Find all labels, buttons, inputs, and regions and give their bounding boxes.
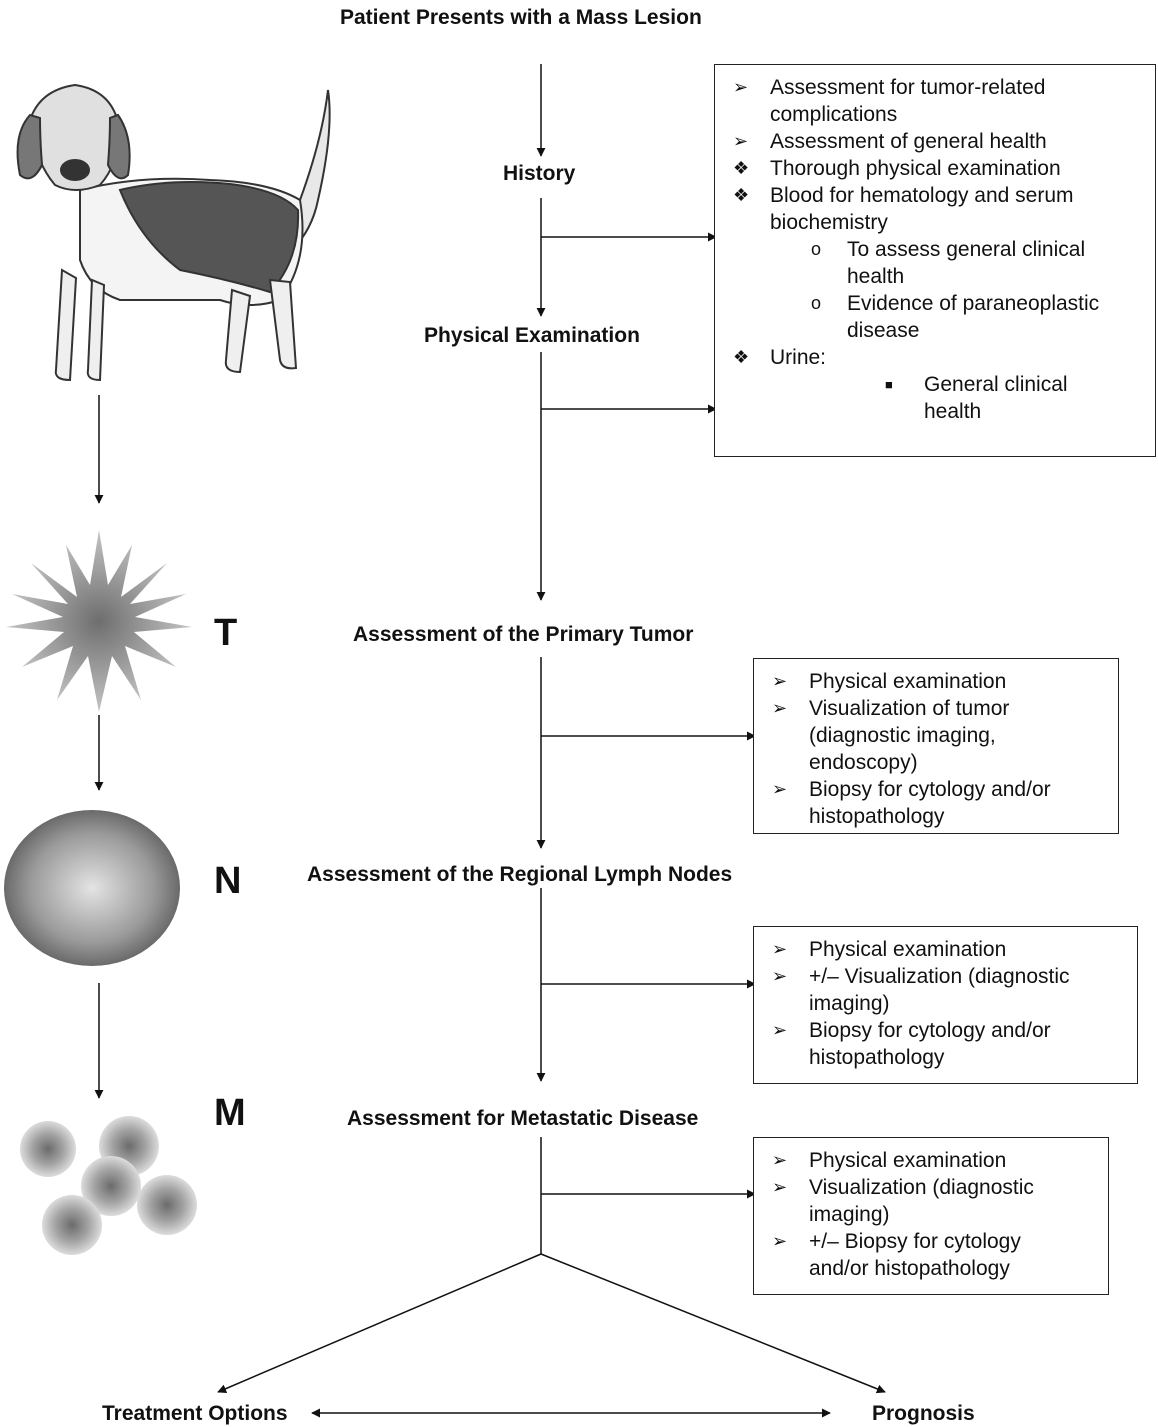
history-exam-box: ➢ Assessment for tumor-related complicat… [714, 64, 1156, 457]
box1-line: Evidence of paraneoplastic [847, 292, 1100, 315]
arrow-to-treatment [217, 1253, 542, 1393]
box1-line: disease [847, 319, 920, 342]
diamond-bullet-icon: ❖ [733, 347, 750, 367]
step-metastatic-disease: Assessment for Metastatic Disease [347, 1107, 699, 1130]
arrow-bullet-icon: ➢ [772, 1177, 788, 1197]
box2-line: Visualization of tumor [809, 697, 1010, 720]
arrow-bullet-icon: ➢ [772, 1231, 788, 1251]
label-m: M [214, 1092, 246, 1134]
arrow-bullet-icon: ➢ [772, 966, 788, 986]
box3-line: Biopsy for cytology and/or [809, 1019, 1051, 1042]
arrow-bullet-icon: ➢ [733, 77, 749, 97]
arrow-bullet-icon: ➢ [772, 939, 788, 959]
box2-line: histopathology [809, 805, 945, 828]
box1-line: Assessment for tumor-related [770, 76, 1046, 99]
dog-illustration [16, 83, 331, 382]
box4-line: Physical examination [809, 1149, 1007, 1172]
step-history: History [503, 162, 576, 185]
box2-line: Biopsy for cytology and/or [809, 778, 1051, 801]
metastasis-cells-icon [20, 1116, 197, 1255]
box1-line: biochemistry [770, 211, 888, 234]
arrow-bullet-icon: ➢ [772, 671, 788, 691]
box1-line: Thorough physical examination [770, 157, 1061, 180]
box1-line: complications [770, 103, 898, 126]
box3-line: histopathology [809, 1046, 945, 1069]
arrow-bullet-icon: ➢ [733, 131, 749, 151]
box2-line: endoscopy) [809, 751, 918, 774]
arrow-to-prognosis [540, 1253, 886, 1394]
arrow-bullet-icon: ➢ [772, 1150, 788, 1170]
arrow-bullet-icon: ➢ [772, 698, 788, 718]
box2-line: Physical examination [809, 670, 1007, 693]
tumor-star-icon [6, 530, 192, 712]
circle-bullet-icon: o [811, 293, 822, 313]
square-bullet-icon: ■ [885, 377, 893, 392]
box4-line: +/– Biopsy for cytology [809, 1230, 1021, 1253]
outcome-prognosis: Prognosis [872, 1402, 975, 1425]
circle-bullet-icon: o [811, 239, 822, 259]
step-physical-examination: Physical Examination [424, 324, 640, 347]
box4-line: Visualization (diagnostic [809, 1176, 1034, 1199]
flow-title: Patient Presents with a Mass Lesion [340, 6, 702, 29]
box1-line: Assessment of general health [770, 130, 1047, 153]
metastatic-box: ➢ Physical examination ➢ Visualization (… [753, 1137, 1109, 1295]
box3-line: +/– Visualization (diagnostic [809, 965, 1070, 988]
lymph-node-box: ➢ Physical examination ➢ +/– Visualizati… [753, 926, 1138, 1084]
step-primary-tumor: Assessment of the Primary Tumor [353, 623, 694, 646]
box3-line: imaging) [809, 992, 890, 1015]
label-t: T [214, 612, 238, 654]
box1-line: General clinical [924, 373, 1068, 396]
box1-line: To assess general clinical [847, 238, 1086, 261]
primary-tumor-box: ➢ Physical examination ➢ Visualization o… [753, 658, 1119, 834]
box3-line: Physical examination [809, 938, 1007, 961]
diamond-bullet-icon: ❖ [733, 185, 750, 205]
label-n: N [214, 860, 242, 902]
box2-line: (diagnostic imaging, [809, 724, 996, 747]
box4-line: and/or histopathology [809, 1257, 1010, 1280]
box1-line: Blood for hematology and serum [770, 184, 1074, 207]
lymph-node-sphere-icon [4, 810, 180, 966]
arrow-bullet-icon: ➢ [772, 779, 788, 799]
step-regional-lymph-nodes: Assessment of the Regional Lymph Nodes [307, 863, 733, 886]
diamond-bullet-icon: ❖ [733, 158, 750, 178]
box1-line: health [924, 400, 982, 423]
arrow-bullet-icon: ➢ [772, 1020, 788, 1040]
box1-line: Urine: [770, 346, 827, 369]
box4-line: imaging) [809, 1203, 890, 1226]
box1-line: health [847, 265, 905, 288]
outcome-treatment-options: Treatment Options [102, 1402, 288, 1425]
